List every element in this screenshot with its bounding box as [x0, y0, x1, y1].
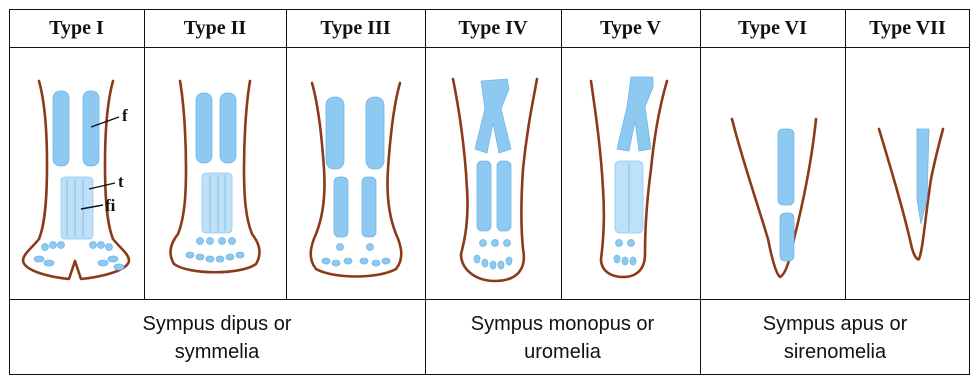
toe	[630, 257, 636, 265]
toe	[372, 260, 380, 266]
femur-right	[220, 93, 236, 163]
type-3-illustration	[286, 49, 425, 299]
toe	[98, 260, 108, 266]
tarsal	[98, 242, 105, 249]
type-1-illustration: f t fi	[9, 49, 144, 299]
group-2-caption: Sympus monopus or uromelia	[425, 301, 700, 375]
tibia-left	[477, 161, 491, 231]
tarsal	[197, 238, 204, 245]
group-2-caption-line1: Sympus monopus or	[471, 310, 654, 338]
type-3-label: Type III	[286, 9, 425, 47]
femur-right	[366, 97, 384, 169]
toe	[360, 258, 368, 264]
fibula-tag: fi	[105, 196, 116, 215]
tarsal	[42, 244, 49, 251]
toe	[186, 252, 194, 258]
tarsal	[337, 244, 344, 251]
toe	[34, 256, 44, 262]
type-4-label: Type IV	[425, 9, 561, 47]
femur-left	[326, 97, 344, 169]
type-2-label: Type II	[144, 9, 286, 47]
toe	[482, 259, 488, 267]
toe	[498, 261, 504, 269]
group-1-caption: Sympus dipus or symmelia	[9, 301, 425, 375]
tibia-right	[362, 177, 376, 237]
toe	[490, 261, 496, 269]
tarsal	[207, 238, 214, 245]
femur-tag: f	[122, 106, 128, 125]
group-2-caption-line2: uromelia	[471, 338, 654, 366]
toe	[474, 255, 480, 263]
tibia-right	[497, 161, 511, 231]
femur-left	[196, 93, 212, 163]
group-3-caption-line2: sirenomelia	[763, 338, 908, 366]
group-3-caption-line1: Sympus apus or	[763, 310, 908, 338]
femur-fused	[475, 79, 511, 153]
tarsal	[106, 244, 113, 251]
femur-single	[778, 129, 794, 205]
tarsal	[616, 240, 623, 247]
type-5-label: Type V	[561, 9, 700, 47]
tarsal	[480, 240, 487, 247]
toe	[196, 254, 204, 260]
group-1-caption-line1: Sympus dipus or	[143, 310, 292, 338]
tarsal	[58, 242, 65, 249]
femur-fused	[617, 77, 653, 151]
limb-outline	[311, 83, 402, 277]
toe	[382, 258, 390, 264]
group-1-caption-line2: symmelia	[143, 338, 292, 366]
type-7-label: Type VII	[845, 9, 970, 47]
tarsal	[492, 240, 499, 247]
group-3-caption: Sympus apus or sirenomelia	[700, 301, 970, 375]
type-4-illustration	[425, 49, 561, 299]
toe	[622, 257, 628, 265]
type-6-illustration	[700, 49, 845, 299]
toe	[108, 256, 118, 262]
toe	[216, 256, 224, 262]
type-5-illustration	[561, 49, 700, 299]
type-1-label: Type I	[9, 9, 144, 47]
toe	[226, 254, 234, 260]
tarsal	[219, 238, 226, 245]
tarsal	[628, 240, 635, 247]
toe	[236, 252, 244, 258]
toe	[206, 256, 214, 262]
limb-outline	[879, 129, 943, 259]
tibia-fibula-block	[202, 173, 232, 233]
toe	[614, 255, 620, 263]
type-6-label: Type VI	[700, 9, 845, 47]
tibia-tag: t	[118, 172, 124, 191]
tarsal	[90, 242, 97, 249]
toe	[44, 260, 54, 266]
tarsal	[50, 242, 57, 249]
sirenomelia-classification-figure: Type I Type II Type III Type IV Type V T…	[9, 9, 970, 375]
type-2-illustration	[144, 49, 286, 299]
tibia-single	[780, 213, 794, 261]
tibia-left	[334, 177, 348, 237]
caption-divider	[9, 299, 970, 300]
toe	[332, 260, 340, 266]
toe	[114, 264, 124, 270]
header-divider	[9, 47, 970, 48]
tarsal	[367, 244, 374, 251]
tarsal	[229, 238, 236, 245]
limb-outline	[732, 119, 816, 277]
tarsal	[504, 240, 511, 247]
type-7-illustration	[845, 49, 970, 299]
toe	[344, 258, 352, 264]
femur-left	[53, 91, 69, 166]
femur-right	[83, 91, 99, 166]
toe	[506, 257, 512, 265]
toe	[322, 258, 330, 264]
